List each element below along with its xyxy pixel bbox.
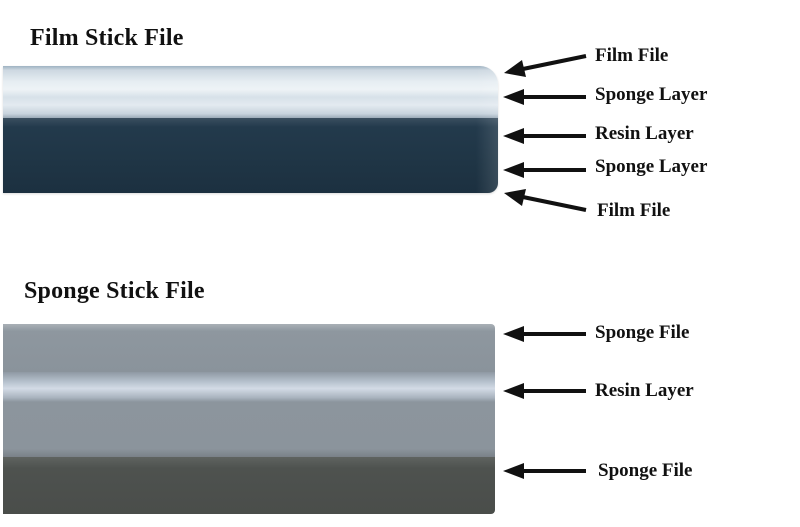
film-layer-label: Sponge Layer (595, 156, 708, 177)
arrow-left-icon (503, 326, 586, 342)
arrow-left-icon (503, 128, 586, 144)
sponge-stick-mid-sponge (3, 402, 495, 457)
film-stick-resin-layer (3, 118, 498, 193)
arrow-left-icon (503, 89, 586, 105)
film-stick-title: Film Stick File (30, 25, 184, 51)
sponge-stick-bottom-sponge (3, 457, 495, 514)
arrow-left-icon (503, 162, 586, 178)
arrow-left-icon (504, 189, 587, 212)
arrow-left-icon (503, 463, 586, 479)
film-layer-label: Film File (595, 45, 669, 66)
sponge-layer-label: Sponge File (595, 322, 690, 343)
sponge-layer-label: Sponge File (598, 460, 693, 481)
arrow-left-icon (504, 54, 587, 77)
sponge-stick-resin-layer (3, 372, 495, 402)
sponge-layer-label: Resin Layer (595, 380, 694, 401)
film-layer-label: Resin Layer (595, 123, 694, 144)
arrow-left-icon (503, 383, 586, 399)
sponge-stick-photo (3, 324, 495, 514)
film-layer-label: Sponge Layer (595, 84, 708, 105)
film-stick-film-sponge-layers (3, 66, 498, 118)
film-layer-label: Film File (597, 200, 671, 221)
sponge-stick-top-sponge (3, 324, 495, 372)
sponge-stick-title: Sponge Stick File (24, 278, 205, 304)
film-stick-photo (3, 66, 498, 193)
